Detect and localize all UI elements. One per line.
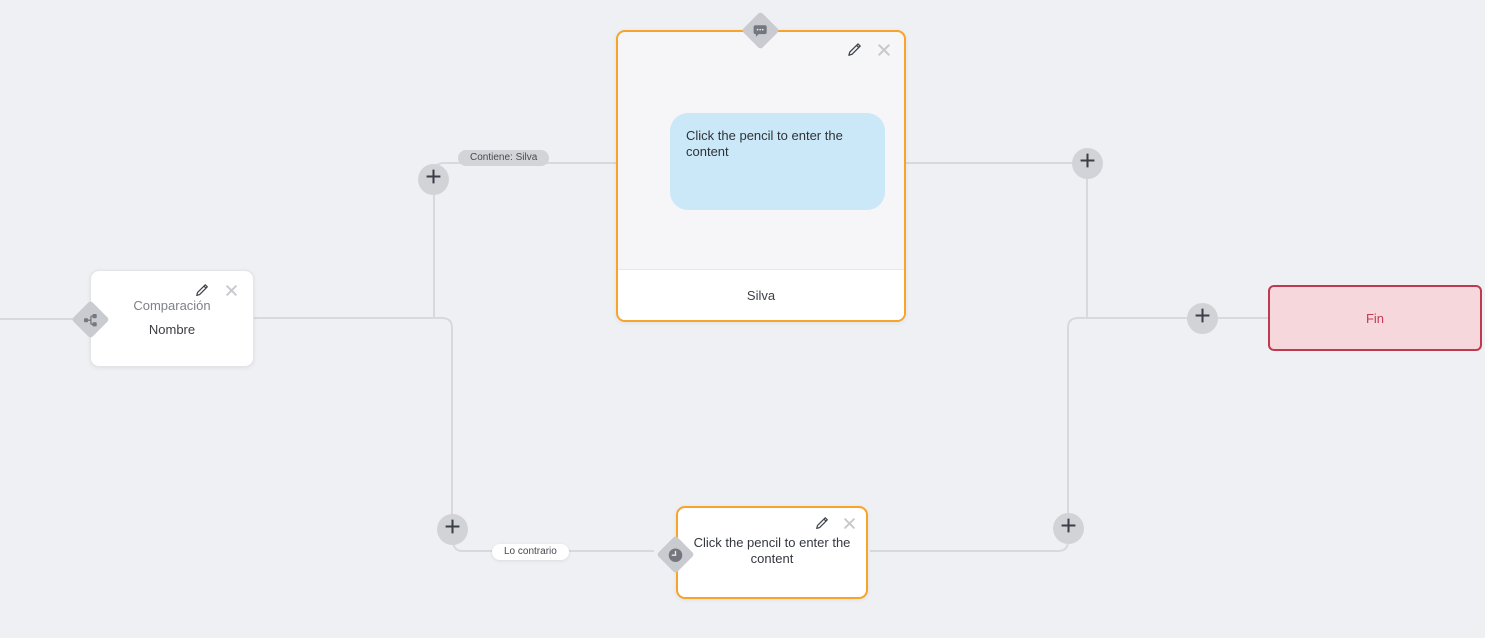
plus-icon	[1079, 152, 1096, 174]
add-node-button[interactable]	[1052, 512, 1084, 544]
add-node-button[interactable]	[1071, 147, 1103, 179]
pencil-icon[interactable]	[846, 42, 862, 58]
delay-node-badge	[655, 534, 695, 574]
plus-icon	[444, 518, 461, 540]
condition-node-subtitle: Nombre	[148, 322, 196, 337]
edge-label-match[interactable]: Contiene: Silva	[458, 150, 550, 166]
clock-icon	[667, 546, 683, 562]
end-node[interactable]: Fin	[1268, 285, 1482, 351]
delay-node-text: Click the pencil to enter the content	[693, 535, 851, 566]
edge-label-otherwise[interactable]: Lo contrario	[492, 544, 569, 560]
close-icon[interactable]	[223, 282, 239, 298]
pencil-icon[interactable]	[193, 282, 209, 298]
plus-icon	[1060, 517, 1077, 539]
add-node-button[interactable]	[417, 163, 449, 195]
close-icon[interactable]	[876, 42, 892, 58]
delay-node[interactable]: Click the pencil to enter the content	[655, 506, 868, 599]
message-node-badge	[740, 10, 780, 50]
edge-match	[433, 162, 618, 318]
message-node-footer: Silva	[618, 269, 904, 320]
condition-node-badge	[70, 299, 110, 339]
sitemap-icon	[83, 312, 97, 326]
edge-message-to-end	[904, 162, 1088, 318]
message-node[interactable]: Click the pencil to enter the content Si…	[616, 10, 906, 322]
end-node-label: Fin	[1365, 310, 1385, 326]
plus-icon	[1194, 307, 1211, 329]
condition-node[interactable]: Comparación Nombre	[70, 270, 254, 367]
pencil-icon[interactable]	[813, 515, 829, 531]
chat-bubble-icon	[753, 23, 768, 37]
add-node-button[interactable]	[436, 513, 468, 545]
plus-icon	[425, 168, 442, 190]
add-node-button[interactable]	[1186, 302, 1218, 334]
message-content-bubble: Click the pencil to enter the content	[670, 113, 885, 210]
condition-node-title: Comparación	[133, 298, 211, 313]
close-icon[interactable]	[841, 515, 857, 531]
